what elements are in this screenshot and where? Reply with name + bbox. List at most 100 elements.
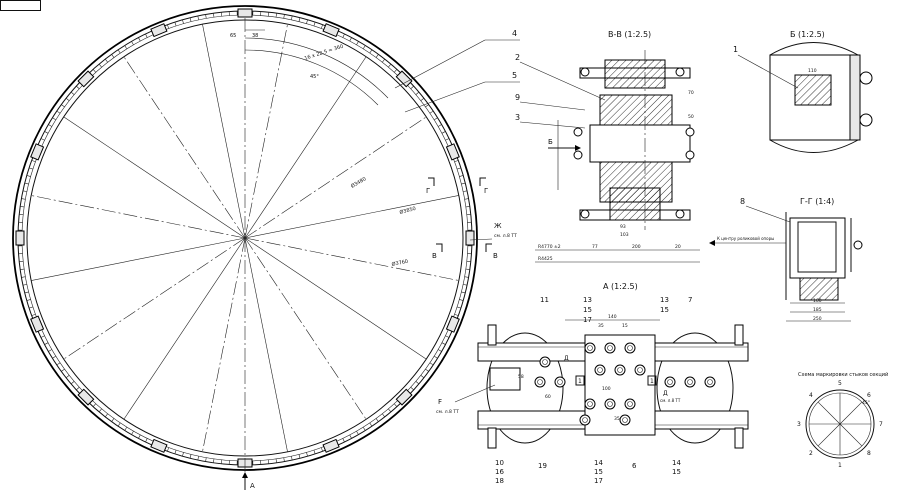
scheme-ray	[817, 401, 841, 425]
va-dim-d7: 58	[518, 374, 524, 380]
bolt-core	[617, 367, 623, 373]
scheme-label: 7	[879, 421, 883, 428]
view-a-top-callout: 7	[688, 296, 692, 304]
scheme-label: 8	[867, 450, 871, 457]
dim-arc-22	[244, 37, 389, 99]
bolt	[580, 209, 590, 219]
ring-tick	[375, 418, 379, 422]
gg-lower-hatch	[799, 277, 839, 301]
scheme-label: 2	[809, 450, 813, 457]
leader-4	[394, 39, 486, 89]
base-hatch-block	[609, 187, 661, 221]
ring-tick	[298, 17, 301, 22]
ring-tick	[313, 449, 316, 454]
ring-joint-block	[237, 8, 253, 18]
ring-tick	[393, 69, 398, 73]
dim-vv-b4: 200	[632, 244, 641, 250]
ring-tick	[20, 206, 25, 208]
dim-top-small-left: 65	[230, 33, 236, 39]
box-1-left: 1	[578, 378, 582, 385]
roller-right	[656, 332, 734, 444]
ring-tick	[298, 454, 301, 459]
ring-ray	[244, 116, 427, 239]
marking-scheme: Схема маркировки стыков секций 45° 56781…	[797, 371, 888, 469]
note-zh: Ж	[494, 222, 502, 230]
ring-tick	[205, 14, 207, 19]
ring-joint-block	[30, 143, 45, 161]
ring-tick	[167, 447, 170, 452]
scheme-title: Схема маркировки стыков секций	[798, 371, 888, 378]
ring-tick	[437, 349, 442, 352]
ring-joint-block	[30, 315, 45, 333]
gg-dim-w3: 250	[813, 316, 822, 322]
middle-hatch-block	[599, 94, 673, 126]
bolt	[573, 127, 583, 137]
view-a-bottom-callout: 15	[672, 468, 681, 476]
scheme-ray	[839, 423, 863, 447]
ring-tick	[306, 19, 308, 24]
ring-tick	[420, 375, 425, 378]
view-a-top-callout: 11	[540, 296, 549, 304]
ring-tick	[420, 98, 425, 101]
roller-left	[486, 332, 564, 444]
ring-tick	[167, 24, 170, 29]
ring-tick	[197, 456, 199, 461]
ring-tick	[111, 54, 115, 58]
ring-tick	[98, 408, 102, 413]
ring-tick	[61, 104, 65, 108]
ring-ray	[31, 195, 246, 239]
scheme-angle: 45°	[862, 400, 870, 406]
bolt-core	[707, 379, 713, 385]
ring-tick	[76, 85, 80, 90]
bolt-head	[579, 414, 591, 426]
web-plate	[589, 124, 691, 163]
dim-d2: Ø3850	[399, 205, 417, 216]
ring-tick	[124, 426, 128, 431]
bolt-head	[554, 376, 566, 388]
ring-tick	[44, 131, 49, 134]
ring-tick	[61, 368, 65, 372]
va-dim-d6: 35	[614, 416, 620, 422]
ring-tick	[441, 131, 446, 134]
bolt-head	[584, 342, 596, 354]
note-f: F	[438, 398, 442, 406]
view-b-insert	[794, 74, 832, 106]
scheme-label: 5	[838, 380, 842, 387]
bolt-head	[604, 342, 616, 354]
bolt-core	[627, 401, 633, 407]
dim-vv-b1: R4770 ±2	[538, 244, 561, 250]
ring-tick	[382, 413, 385, 418]
bolt-head	[614, 364, 626, 376]
scheme-label: 3	[797, 421, 801, 428]
ring-ray	[244, 237, 288, 452]
ring-tick	[174, 22, 177, 27]
ring-tick	[29, 306, 34, 309]
bolt-core	[627, 345, 633, 351]
ring-ray	[244, 24, 288, 239]
ring-tick	[111, 418, 115, 422]
ring-tick	[454, 160, 459, 163]
va-dim-d3: 15	[622, 323, 628, 329]
ring-tick	[40, 138, 45, 141]
ring-tick	[463, 190, 468, 192]
ring-ray	[63, 237, 246, 360]
ring-tick	[415, 381, 420, 385]
gg-dim-w2: 185	[813, 307, 822, 313]
ring-tick	[213, 13, 215, 18]
ring-tick	[429, 362, 434, 366]
dim-vv-r1: 70	[688, 90, 694, 96]
ring-tick	[52, 355, 57, 359]
ring-joint-block	[150, 23, 168, 38]
section-vv-title: В-В (1:2.5)	[608, 30, 651, 39]
view-a-bottom-callout: 10	[495, 459, 504, 467]
ring-tick	[138, 37, 141, 42]
scheme-ray	[817, 423, 841, 447]
dim-arc-note: 16 x 22.5 = 360	[304, 44, 344, 62]
ring-tick	[461, 182, 466, 185]
ring-tick	[65, 375, 70, 378]
dim-angle-45: 45°	[310, 74, 319, 80]
bolt-core	[637, 367, 643, 373]
